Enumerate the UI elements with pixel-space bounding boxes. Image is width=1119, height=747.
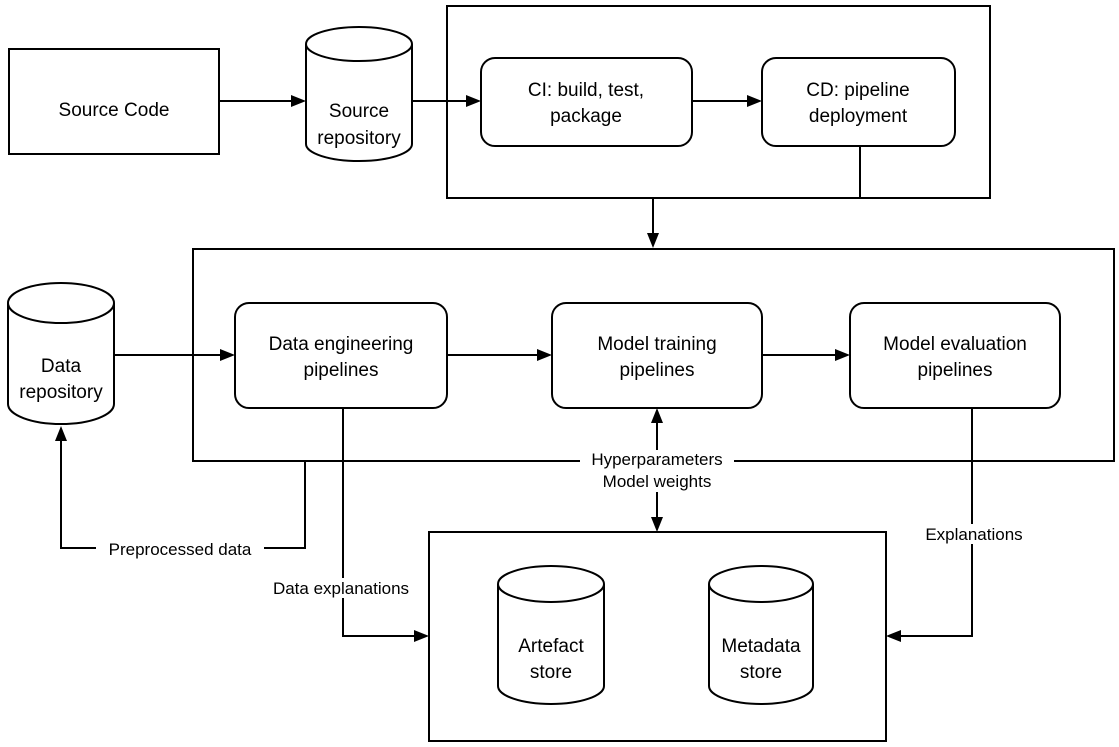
arrowhead — [886, 630, 901, 642]
edge-labels: Preprocessed data Data explanations Hype… — [96, 450, 1031, 598]
arrowhead — [651, 408, 663, 423]
source-code-line-1: Source Code — [59, 100, 170, 121]
model-evaluation-line-1: Model evaluation — [883, 334, 1027, 355]
model-training-line-2: pipelines — [620, 360, 695, 381]
arrowhead — [835, 349, 850, 361]
model-evaluation-line-2: pipelines — [918, 360, 993, 381]
arrowhead — [291, 95, 306, 107]
cd-line-1: CD: pipeline — [806, 80, 910, 101]
source-repository-line-2: repository — [317, 128, 401, 149]
node-source-repository: Source repository — [305, 26, 413, 162]
ci-line-1: CI: build, test, — [528, 80, 644, 101]
arrowhead — [466, 95, 481, 107]
data-engineering-line-1: Data engineering — [269, 334, 414, 355]
label-explanations: Explanations — [925, 525, 1022, 544]
node-data-engineering-pipelines: Data engineering pipelines — [234, 302, 448, 409]
arrowhead — [414, 630, 429, 642]
node-source-code: Source Code — [8, 48, 220, 155]
source-repository-line-1: Source — [329, 101, 389, 122]
arrowhead — [651, 517, 663, 532]
metadata-store-line-1: Metadata — [721, 636, 801, 657]
node-model-training-pipelines: Model training pipelines — [551, 302, 763, 409]
node-cd: CD: pipeline deployment — [761, 57, 956, 147]
data-repository-line-1: Data — [41, 356, 82, 377]
connectors — [55, 95, 973, 642]
model-training-line-1: Model training — [597, 334, 716, 355]
node-data-repository: Data repository — [7, 282, 115, 425]
label-hyperparameters: Hyperparameters — [591, 450, 722, 469]
arrowhead — [747, 95, 762, 107]
edge-explanations — [898, 408, 973, 637]
arrowhead — [537, 349, 552, 361]
label-model-weights: Model weights — [603, 472, 712, 491]
cd-line-2: deployment — [809, 106, 908, 127]
node-artefact-store: Artefact store — [497, 565, 605, 705]
ci-line-2: package — [550, 106, 622, 127]
node-metadata-store: Metadata store — [708, 565, 814, 705]
node-model-evaluation-pipelines: Model evaluation pipelines — [849, 302, 1061, 409]
label-data-explanations: Data explanations — [273, 579, 409, 598]
arrowhead — [55, 426, 67, 441]
arrowhead — [647, 233, 659, 248]
artefact-store-line-1: Artefact — [518, 636, 584, 657]
metadata-store-line-2: store — [740, 662, 782, 683]
artefact-store-line-2: store — [530, 662, 572, 683]
data-repository-line-2: repository — [19, 382, 103, 403]
node-ci: CI: build, test, package — [480, 57, 693, 147]
label-preprocessed-data: Preprocessed data — [109, 540, 252, 559]
data-engineering-line-2: pipelines — [304, 360, 379, 381]
arrowhead — [220, 349, 235, 361]
edge-data-explanations — [342, 408, 417, 637]
